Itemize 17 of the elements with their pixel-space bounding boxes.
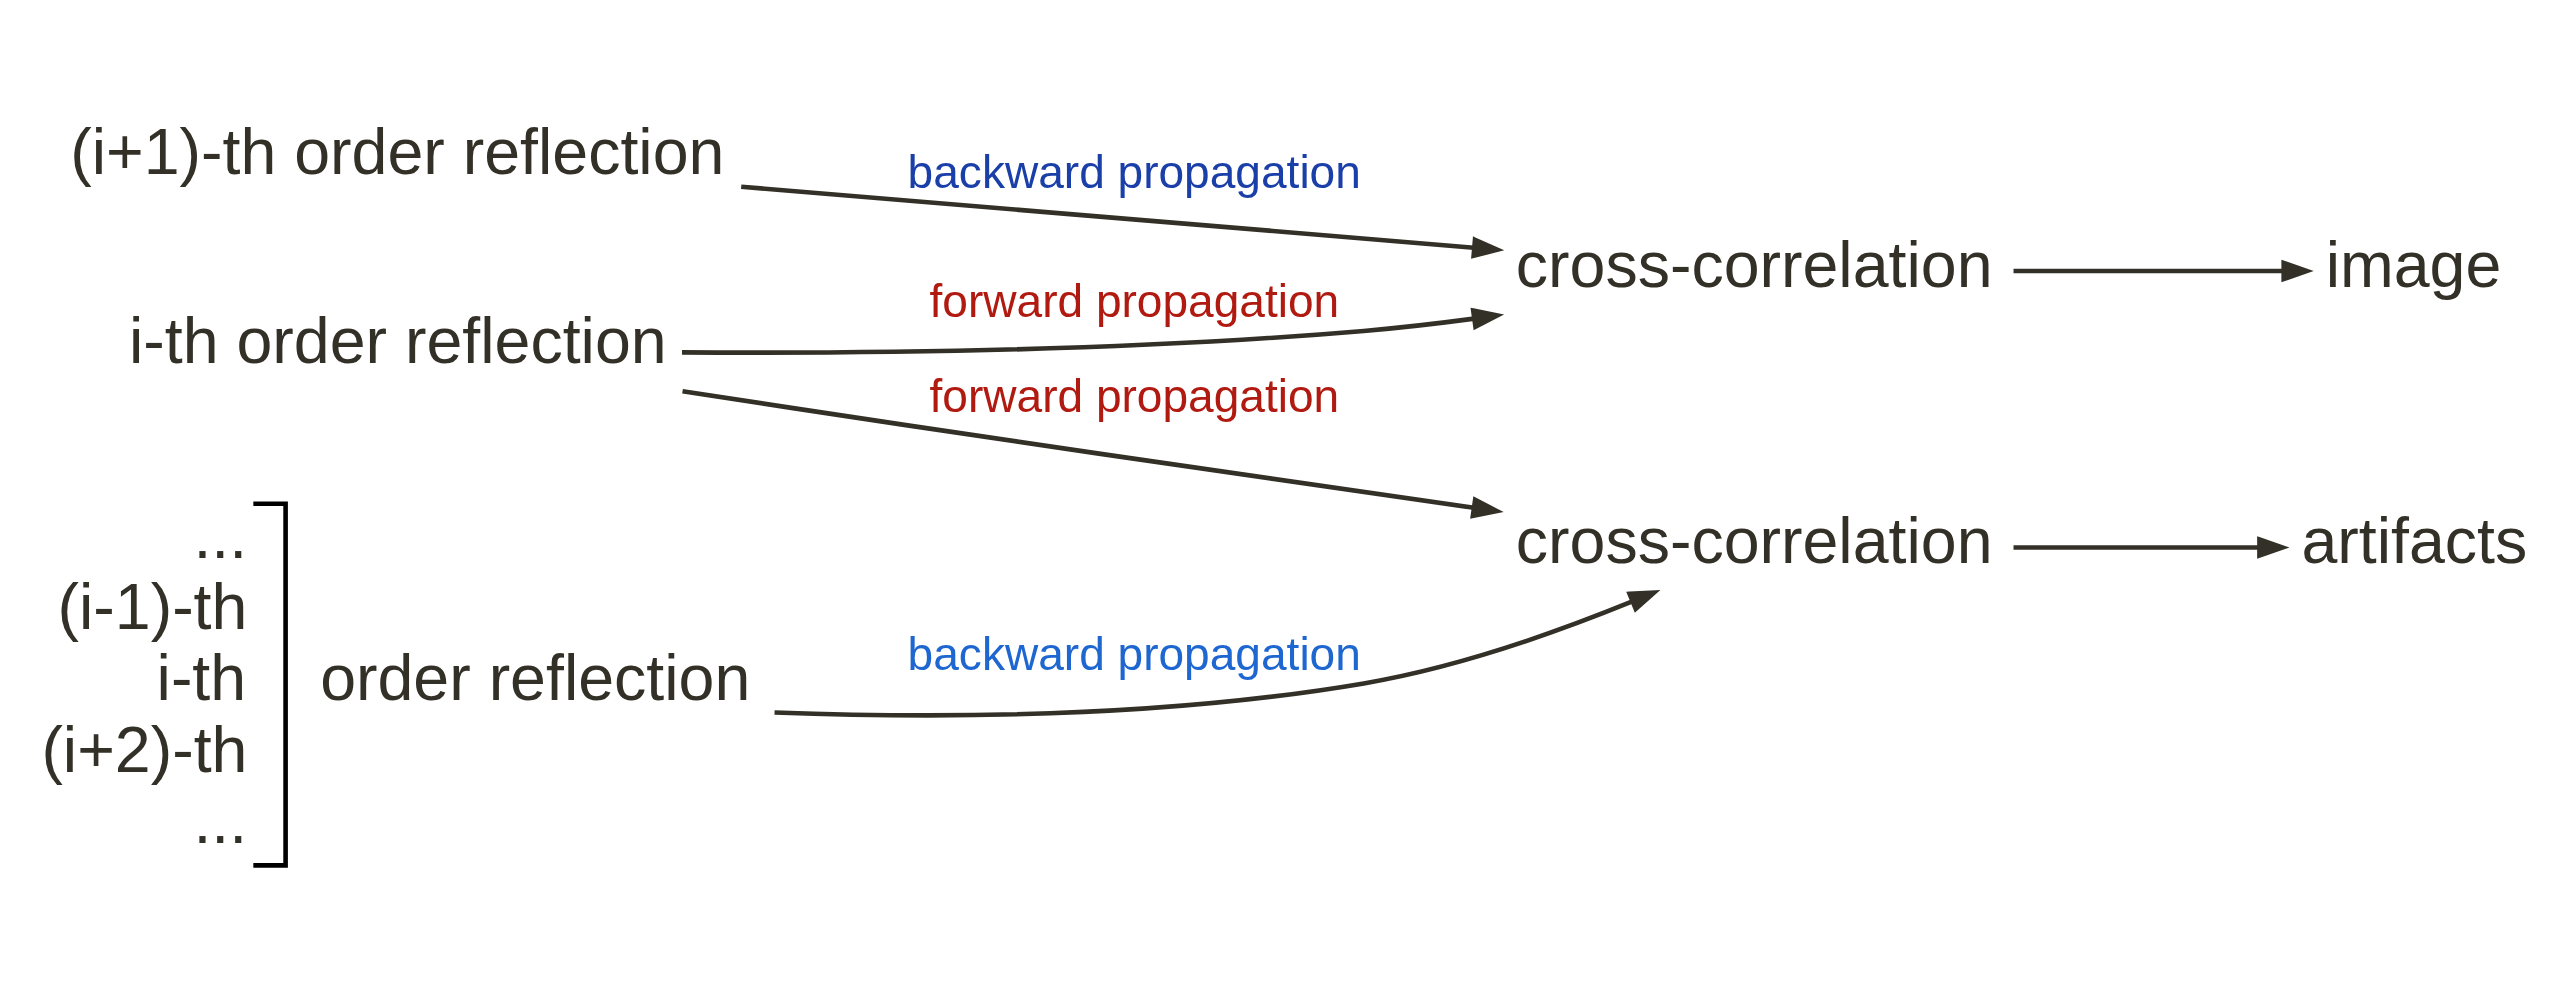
node-text: artifacts [2301,504,2528,577]
arrow [774,589,1661,718]
arrow [682,388,1504,519]
arrow [2013,535,2290,559]
node-text: image [2325,228,2502,301]
node-text: cross-correlation [1515,504,1993,577]
node-text: i-th order reflection [128,304,667,377]
arrow [2013,259,2314,282]
node-text: ... (i-1)-th i-th (i+2)-th ... order reflection [41,499,751,857]
edge-label: backward propagation [907,145,1361,198]
edge-label: forward propagation [929,369,1340,422]
arrow [741,183,1505,259]
arrow [681,307,1505,355]
edge-label: forward propagation [929,274,1340,327]
edge-label: backward propagation [907,627,1361,680]
node-text: cross-correlation [1515,228,1993,301]
node-text: (i+1)-th order reflection [70,115,725,188]
